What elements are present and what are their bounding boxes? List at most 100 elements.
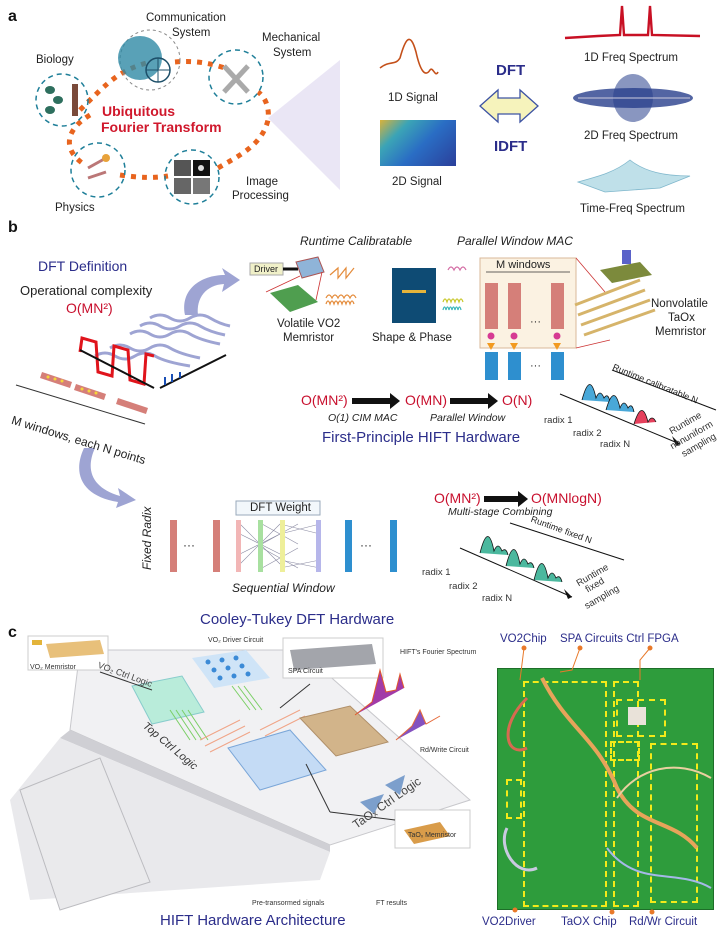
spectrum-2d-pattern [573,74,693,122]
shape-phase-label: Shape & Phase [372,332,452,344]
vo2-chip [131,675,205,725]
op-complexity: Operational complexity [20,283,153,298]
ring-image [164,149,220,205]
dft-definition: DFT Definition [38,258,128,274]
pcb-ribbon-cables [502,677,712,889]
panel-c-label: c [8,624,17,641]
dft-weight-label: DFT Weight [250,502,311,514]
dft-idft-double-arrow [479,88,539,124]
leader-spa [279,683,311,709]
taox-memristor-callout: TaOₓ Memristor [408,832,457,839]
vo2-array-dots [205,655,251,681]
ct-radix-1: radix 1 [422,567,451,578]
driver-label: Driver [254,264,278,274]
taox-crossbar [574,278,656,337]
ct-radix-n: radix N [482,593,513,604]
curved-arrow-down [79,448,136,508]
ct-runtime-plot [459,522,625,599]
hift-spectrum-1 [354,668,405,716]
chain-complexity-2: O(MN) [405,392,447,408]
au-layer [32,640,42,645]
label-1d-spectrum: 1D Freq Spectrum [584,52,678,64]
vo2-memristor-array [270,285,318,312]
hift-hardware-title: First-Principle HIFT Hardware [322,429,521,446]
label-tf-spectrum: Time-Freq Spectrum [580,203,686,215]
square-wave [78,336,155,386]
complexity-mn2: O(MN²) [66,300,113,316]
taox-crossbar-render [299,705,389,757]
rdwrite-callout: Rd/Write Circuit [420,747,469,754]
ring-physics [70,142,126,198]
shape-waves-multi [442,266,467,311]
chain-complexity-1: O(MN²) [301,392,348,408]
spectrum-1d-trace [564,5,701,40]
pendulum-icon [87,154,110,180]
vo2-driver-region [506,779,522,819]
hift-spectrum-2 [395,708,441,741]
vo2-chip-region [523,681,607,907]
hift-radix-1: radix 1 [544,415,573,426]
signal-1d-wave [379,38,439,75]
dft-wave-stack [94,313,231,368]
mac-columns [485,283,564,380]
label-physics: Physics [55,202,95,214]
ft-results-callout: FT results [376,900,407,907]
dotted-loop [66,59,271,180]
dft-weight-box [235,500,321,516]
shape-waves-orange [325,266,357,306]
taox-label-1: Nonvolatile [651,298,708,310]
hift-radix-2: radix 2 [573,428,602,439]
board-label-vo2chip: VO2Chip [500,633,547,645]
mac-ellipsis-2: ··· [530,360,541,372]
taox-device [600,250,652,283]
runtime-calibratable: Runtime Calibratable [300,234,413,248]
fpga-chip [628,707,646,725]
ct-complexity-to: O(MNlogN) [531,490,602,506]
green-wires [169,685,263,741]
label-2d-spectrum: 2D Freq Spectrum [584,130,678,142]
rdwrite-triangle-2 [360,794,384,814]
shape-phase-pcb [392,268,436,323]
cooley-tukey-title: Cooley-Tukey DFT Hardware [200,611,395,628]
multi-stage-combining: Multi-stage Combining [448,506,553,518]
image-grid-icon [174,160,210,194]
hift-architecture-render [10,635,471,911]
signal-2d-heatmap [380,120,456,166]
hift-spectrum-callout: HIFT's Fourier Spectrum [400,649,477,656]
mac-ellipsis: ··· [530,316,541,328]
center-title-1: Ubiquitous [102,103,176,119]
ct-ellipsis-2: ··· [360,538,372,552]
fpga-region [616,699,666,737]
dna-icon [45,84,78,116]
spectrum-tf-surface [576,159,691,193]
window-bars [40,372,148,414]
pistons-icon [222,64,250,94]
mini-board [19,757,151,911]
label-mechanical-1: Mechanical [262,32,321,44]
vo2-memristor-callout: VO₂ Memristor [30,664,76,671]
chain-complexity-3: O(N) [502,392,533,408]
curved-arrow-up [184,268,240,315]
vo2-driver-callout: VO₂ Driver Circuit [208,637,264,644]
taox-chip-region [610,741,640,761]
vo2-array [192,650,270,688]
panel-a-label: a [8,8,17,25]
label-idft: IDFT [494,138,528,155]
chain-arrow-2 [450,393,498,409]
ring-biology [35,73,89,127]
hift-radix-n: radix N [600,439,631,450]
label-biology: Biology [36,54,74,66]
pcb-trace [402,290,426,293]
projection-fan [268,60,340,190]
ct-blue-columns [345,520,397,572]
hift-architecture-title: HIFT Hardware Architecture [160,912,346,929]
ct-red-columns [170,520,220,572]
taox-device-render [404,822,450,844]
hift-runtime-plot [559,369,717,446]
leader-taox [305,763,331,813]
spa-region [613,681,639,907]
butterfly-nodes [236,520,321,572]
label-communication-2: System [172,27,211,39]
label-communication-1: Communication [146,12,226,24]
